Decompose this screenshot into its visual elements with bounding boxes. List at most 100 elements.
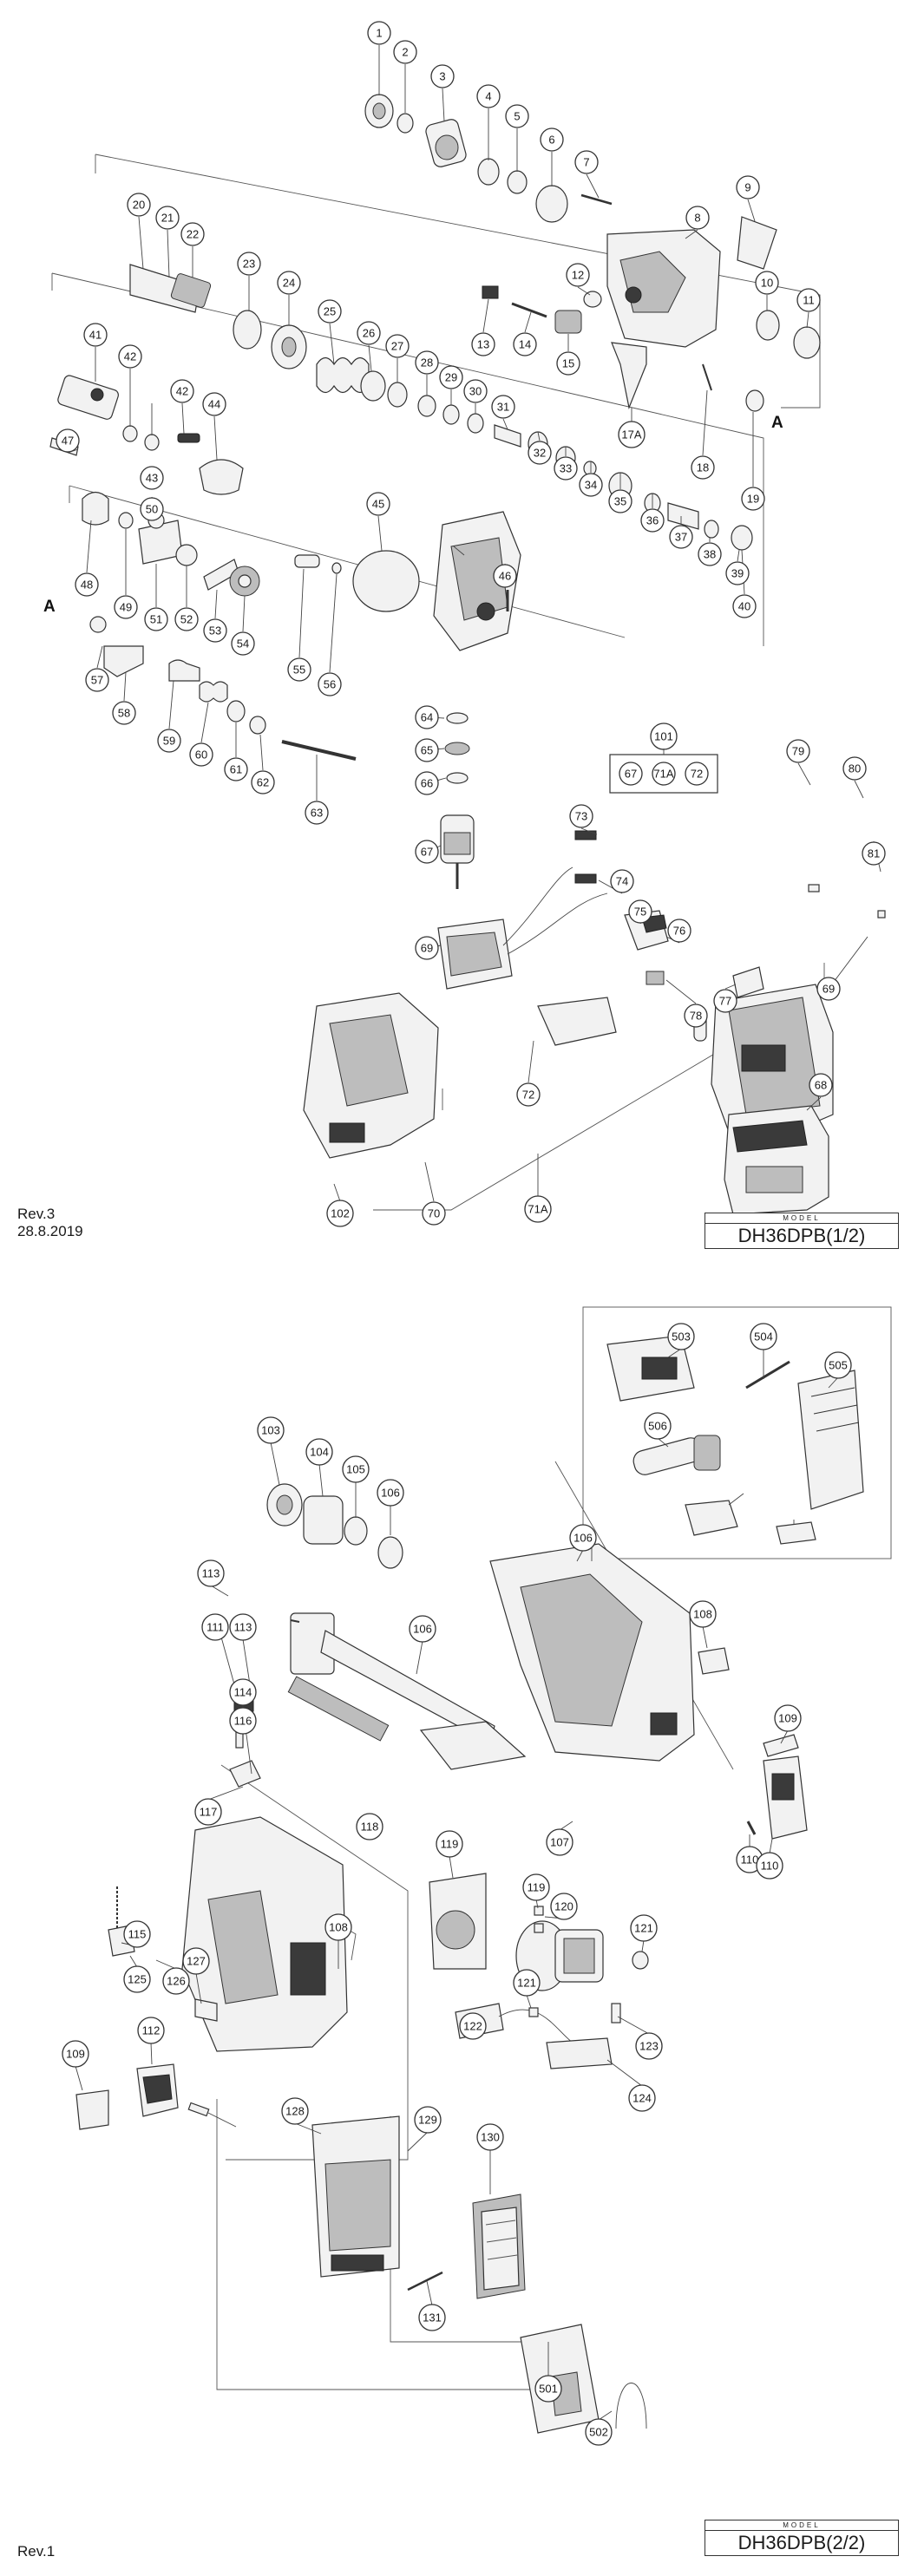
svg-text:72: 72	[691, 768, 703, 781]
part-callout-116: 116	[229, 1707, 257, 1735]
part-callout-41: 41	[83, 323, 108, 347]
part-callout-56: 56	[318, 672, 342, 696]
part-callout-circle	[725, 561, 750, 585]
part-callout-114: 114	[229, 1678, 257, 1706]
part-callout-110: 110	[756, 1852, 783, 1880]
part-callout-5: 5	[505, 104, 529, 128]
part-callout-circle	[112, 701, 136, 725]
part-callout-circle	[516, 1082, 541, 1107]
part-callout-122: 122	[459, 2012, 487, 2040]
sheet1-revision: Rev.3	[17, 1206, 56, 1222]
part-callout-circle	[493, 564, 517, 588]
part-callout-circle	[524, 1195, 552, 1223]
part-callout-number: 80	[849, 762, 861, 775]
part-callout-circle	[281, 2097, 309, 2125]
part-callout-501: 501	[534, 2375, 562, 2403]
part-callout-circle	[816, 977, 841, 1001]
part-callout-103: 103	[257, 1416, 285, 1444]
assembly-frames	[51, 154, 892, 2390]
part-callout-circle	[608, 489, 632, 513]
part-callout-circle	[357, 321, 381, 345]
part-callout-number: 20	[133, 199, 145, 212]
part-callout-number: 76	[673, 925, 685, 938]
part-callout-number: 106	[573, 1532, 593, 1545]
part-callout-number: 505	[829, 1359, 848, 1372]
part-callout-number: 116	[234, 1715, 252, 1728]
part-callout-circle	[123, 1965, 151, 1993]
part-callout-number: 32	[534, 447, 546, 460]
part-callout-number: 35	[614, 495, 626, 508]
part-callout-33: 33	[554, 456, 578, 481]
part-callout-503: 503	[667, 1323, 695, 1350]
part-callout-circle	[231, 631, 255, 656]
part-callout-number: 56	[324, 678, 336, 691]
part-callout-number: 22	[187, 228, 199, 241]
kit-81-member-2: 72	[685, 762, 709, 786]
part-callout-number: 111	[206, 1621, 224, 1634]
part-callout-22: 22	[180, 222, 205, 246]
section-marker-top: A	[771, 414, 783, 432]
part-callout-number: 118	[361, 1821, 379, 1834]
part-callout-circle	[422, 1201, 446, 1226]
part-callout-circle	[610, 869, 634, 893]
part-callout-number: 106	[413, 1623, 432, 1636]
part-callout-number: 66	[421, 777, 433, 790]
part-callout-circle	[415, 350, 439, 375]
part-callout-108: 108	[324, 1913, 352, 1941]
part-callout-circle	[667, 919, 691, 943]
part-callout-circle	[439, 365, 463, 389]
part-callout-circle	[118, 344, 142, 369]
part-callout-number: 52	[180, 613, 193, 626]
part-callout-circle	[189, 742, 213, 767]
part-callout-36: 36	[640, 508, 665, 533]
part-callout-120: 120	[550, 1893, 578, 1920]
part-callout-number: 70	[428, 1207, 440, 1220]
part-callout-circle	[630, 1914, 658, 1942]
part-callout-number: 48	[81, 579, 93, 592]
part-callout-circle	[318, 672, 342, 696]
part-callout-circle	[684, 1004, 708, 1028]
part-callout-number: 53	[209, 624, 221, 637]
sheet2-model-caption: MODEL	[705, 2520, 898, 2531]
part-callout-circle	[415, 936, 439, 960]
part-callout-circle	[667, 1323, 695, 1350]
part-callout-127: 127	[182, 1947, 210, 1975]
part-callout-circle	[691, 455, 715, 480]
part-callout-70: 70	[422, 1201, 446, 1226]
part-callout-71A: 71A	[524, 1195, 552, 1223]
part-callout-number: 31	[497, 401, 509, 414]
part-callout-118: 118	[356, 1813, 383, 1840]
part-callout-number: 44	[208, 398, 220, 411]
part-callout-502: 502	[585, 2418, 613, 2446]
part-callout-number: 29	[445, 371, 457, 384]
part-callout-63: 63	[305, 801, 329, 825]
part-callout-circle	[157, 729, 181, 753]
part-callout-circle	[418, 2304, 446, 2331]
part-callout-circle	[277, 271, 301, 295]
part-callout-circle	[736, 175, 760, 199]
part-callout-circle	[318, 299, 342, 324]
part-callout-129: 129	[414, 2106, 442, 2134]
part-callout-number: 119	[441, 1838, 459, 1851]
part-callout-number: 502	[589, 2426, 608, 2439]
part-callout-circle	[550, 1893, 578, 1920]
part-callout-number: 49	[120, 601, 132, 614]
part-callout-number: 107	[550, 1836, 569, 1849]
part-callout-number: 115	[128, 1928, 147, 1941]
part-callout-number: 101	[654, 730, 673, 743]
part-callout-circle	[385, 334, 410, 358]
kit-81-member-1: 71A	[652, 762, 676, 786]
part-callout-113: 113	[229, 1613, 257, 1641]
part-callout-number: 27	[391, 340, 403, 353]
part-callout-number: 47	[62, 435, 74, 448]
part-callout-23: 23	[237, 252, 261, 276]
part-callout-circle	[194, 1798, 222, 1826]
part-callout-circle	[585, 2418, 613, 2446]
part-callout-number: 51	[150, 613, 162, 626]
part-callout-circle	[251, 770, 275, 794]
part-callout-50: 50	[140, 497, 164, 521]
part-callout-46: 46	[493, 564, 517, 588]
part-callout-8: 8	[685, 206, 710, 230]
part-callout-circle	[546, 1828, 573, 1856]
